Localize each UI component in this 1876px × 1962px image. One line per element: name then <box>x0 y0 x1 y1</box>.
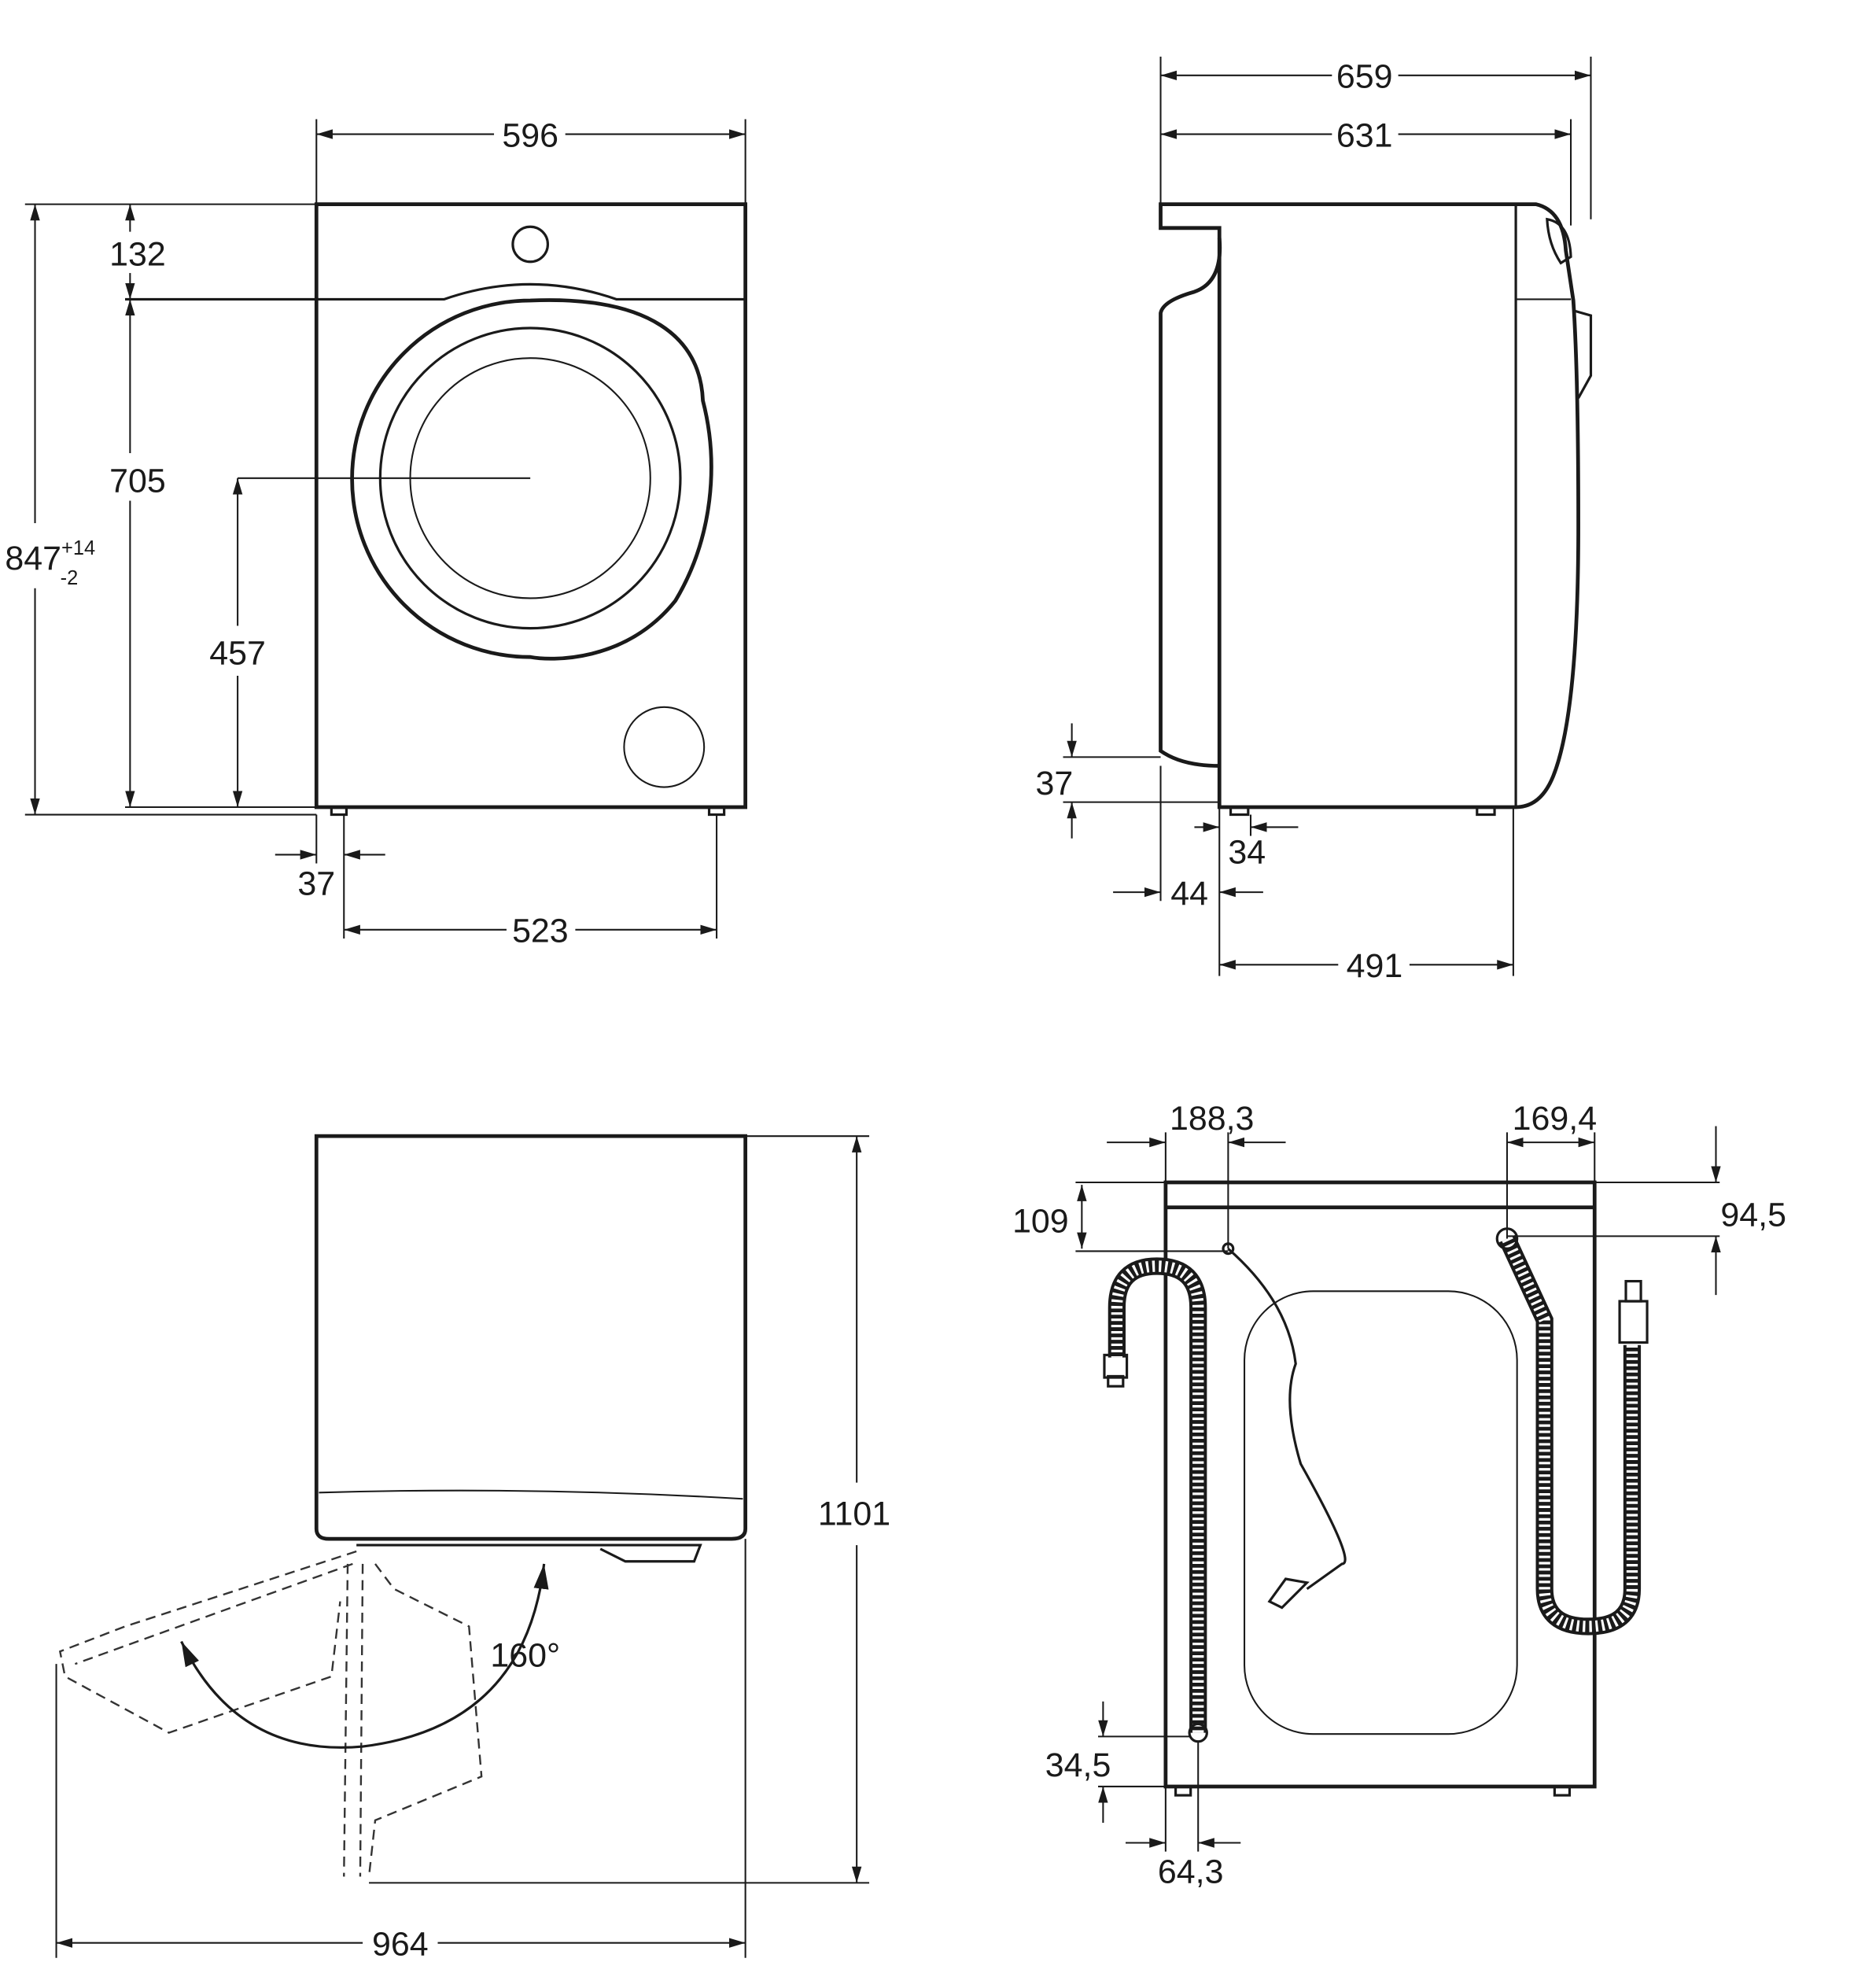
side-body <box>1159 202 1580 810</box>
dim-drain-x: 64,3 <box>1158 1853 1224 1890</box>
dim-front-offset: 44 <box>1170 875 1208 913</box>
program-knob <box>511 225 550 264</box>
side-knob <box>1546 217 1572 265</box>
dim-drain-y: 34,5 <box>1045 1746 1111 1784</box>
dim-door-center: 457 <box>209 635 266 673</box>
inlet-hose <box>1498 1234 1642 1636</box>
dim-inlet-x: 169,4 <box>1513 1100 1597 1138</box>
dim-power-cable-x: 188,3 <box>1170 1100 1254 1138</box>
power-cable <box>1227 1248 1347 1591</box>
dim-door-open-depth: 1101 <box>818 1495 890 1533</box>
filter-cover <box>623 706 706 788</box>
dim-door-top: 705 <box>109 462 166 500</box>
dim-feet-depth: 491 <box>1347 947 1403 985</box>
power-plug <box>1267 1577 1310 1610</box>
door-handle <box>1572 309 1593 399</box>
dim-power-cable-y: 109 <box>1012 1203 1069 1241</box>
dim-feet-spacing: 523 <box>512 913 569 950</box>
door-outer <box>350 298 713 661</box>
dim-foot-offset: 37 <box>297 865 335 902</box>
dim-door-open-width: 964 <box>372 1926 429 1962</box>
door-swing-arc <box>180 1563 549 1749</box>
top-panel-line <box>125 282 746 301</box>
front-view: 596 847+14-2 132 705 457 37 523 <box>5 116 748 950</box>
inlet-connector <box>1618 1300 1649 1344</box>
dim-side-foot-offset: 34 <box>1228 834 1266 872</box>
rear-panel <box>1244 1290 1518 1735</box>
dim-width: 596 <box>502 116 558 154</box>
rear-view: 188,3 109 169,4 94,5 34,5 64,3 <box>1012 1100 1786 1890</box>
dim-height: 847+14-2 <box>5 537 95 589</box>
top-view: 160° 1101 964 <box>55 1134 890 1962</box>
top-body <box>314 1134 748 1541</box>
machine-body <box>314 202 748 810</box>
back-panel <box>1159 238 1222 768</box>
foot <box>330 806 348 817</box>
side-view: 659 631 37 34 44 491 <box>1035 56 1593 985</box>
drain-hose <box>1108 1257 1207 1733</box>
dim-inlet-y: 94,5 <box>1720 1197 1786 1234</box>
dim-depth-total: 659 <box>1336 58 1393 96</box>
rear-body <box>1163 1180 1597 1789</box>
dim-depth-body: 631 <box>1336 116 1393 154</box>
dim-bottom-clearance: 37 <box>1035 765 1073 802</box>
dim-door-angle: 160° <box>490 1636 560 1674</box>
foot <box>707 806 726 817</box>
dim-top-panel: 132 <box>109 236 166 274</box>
